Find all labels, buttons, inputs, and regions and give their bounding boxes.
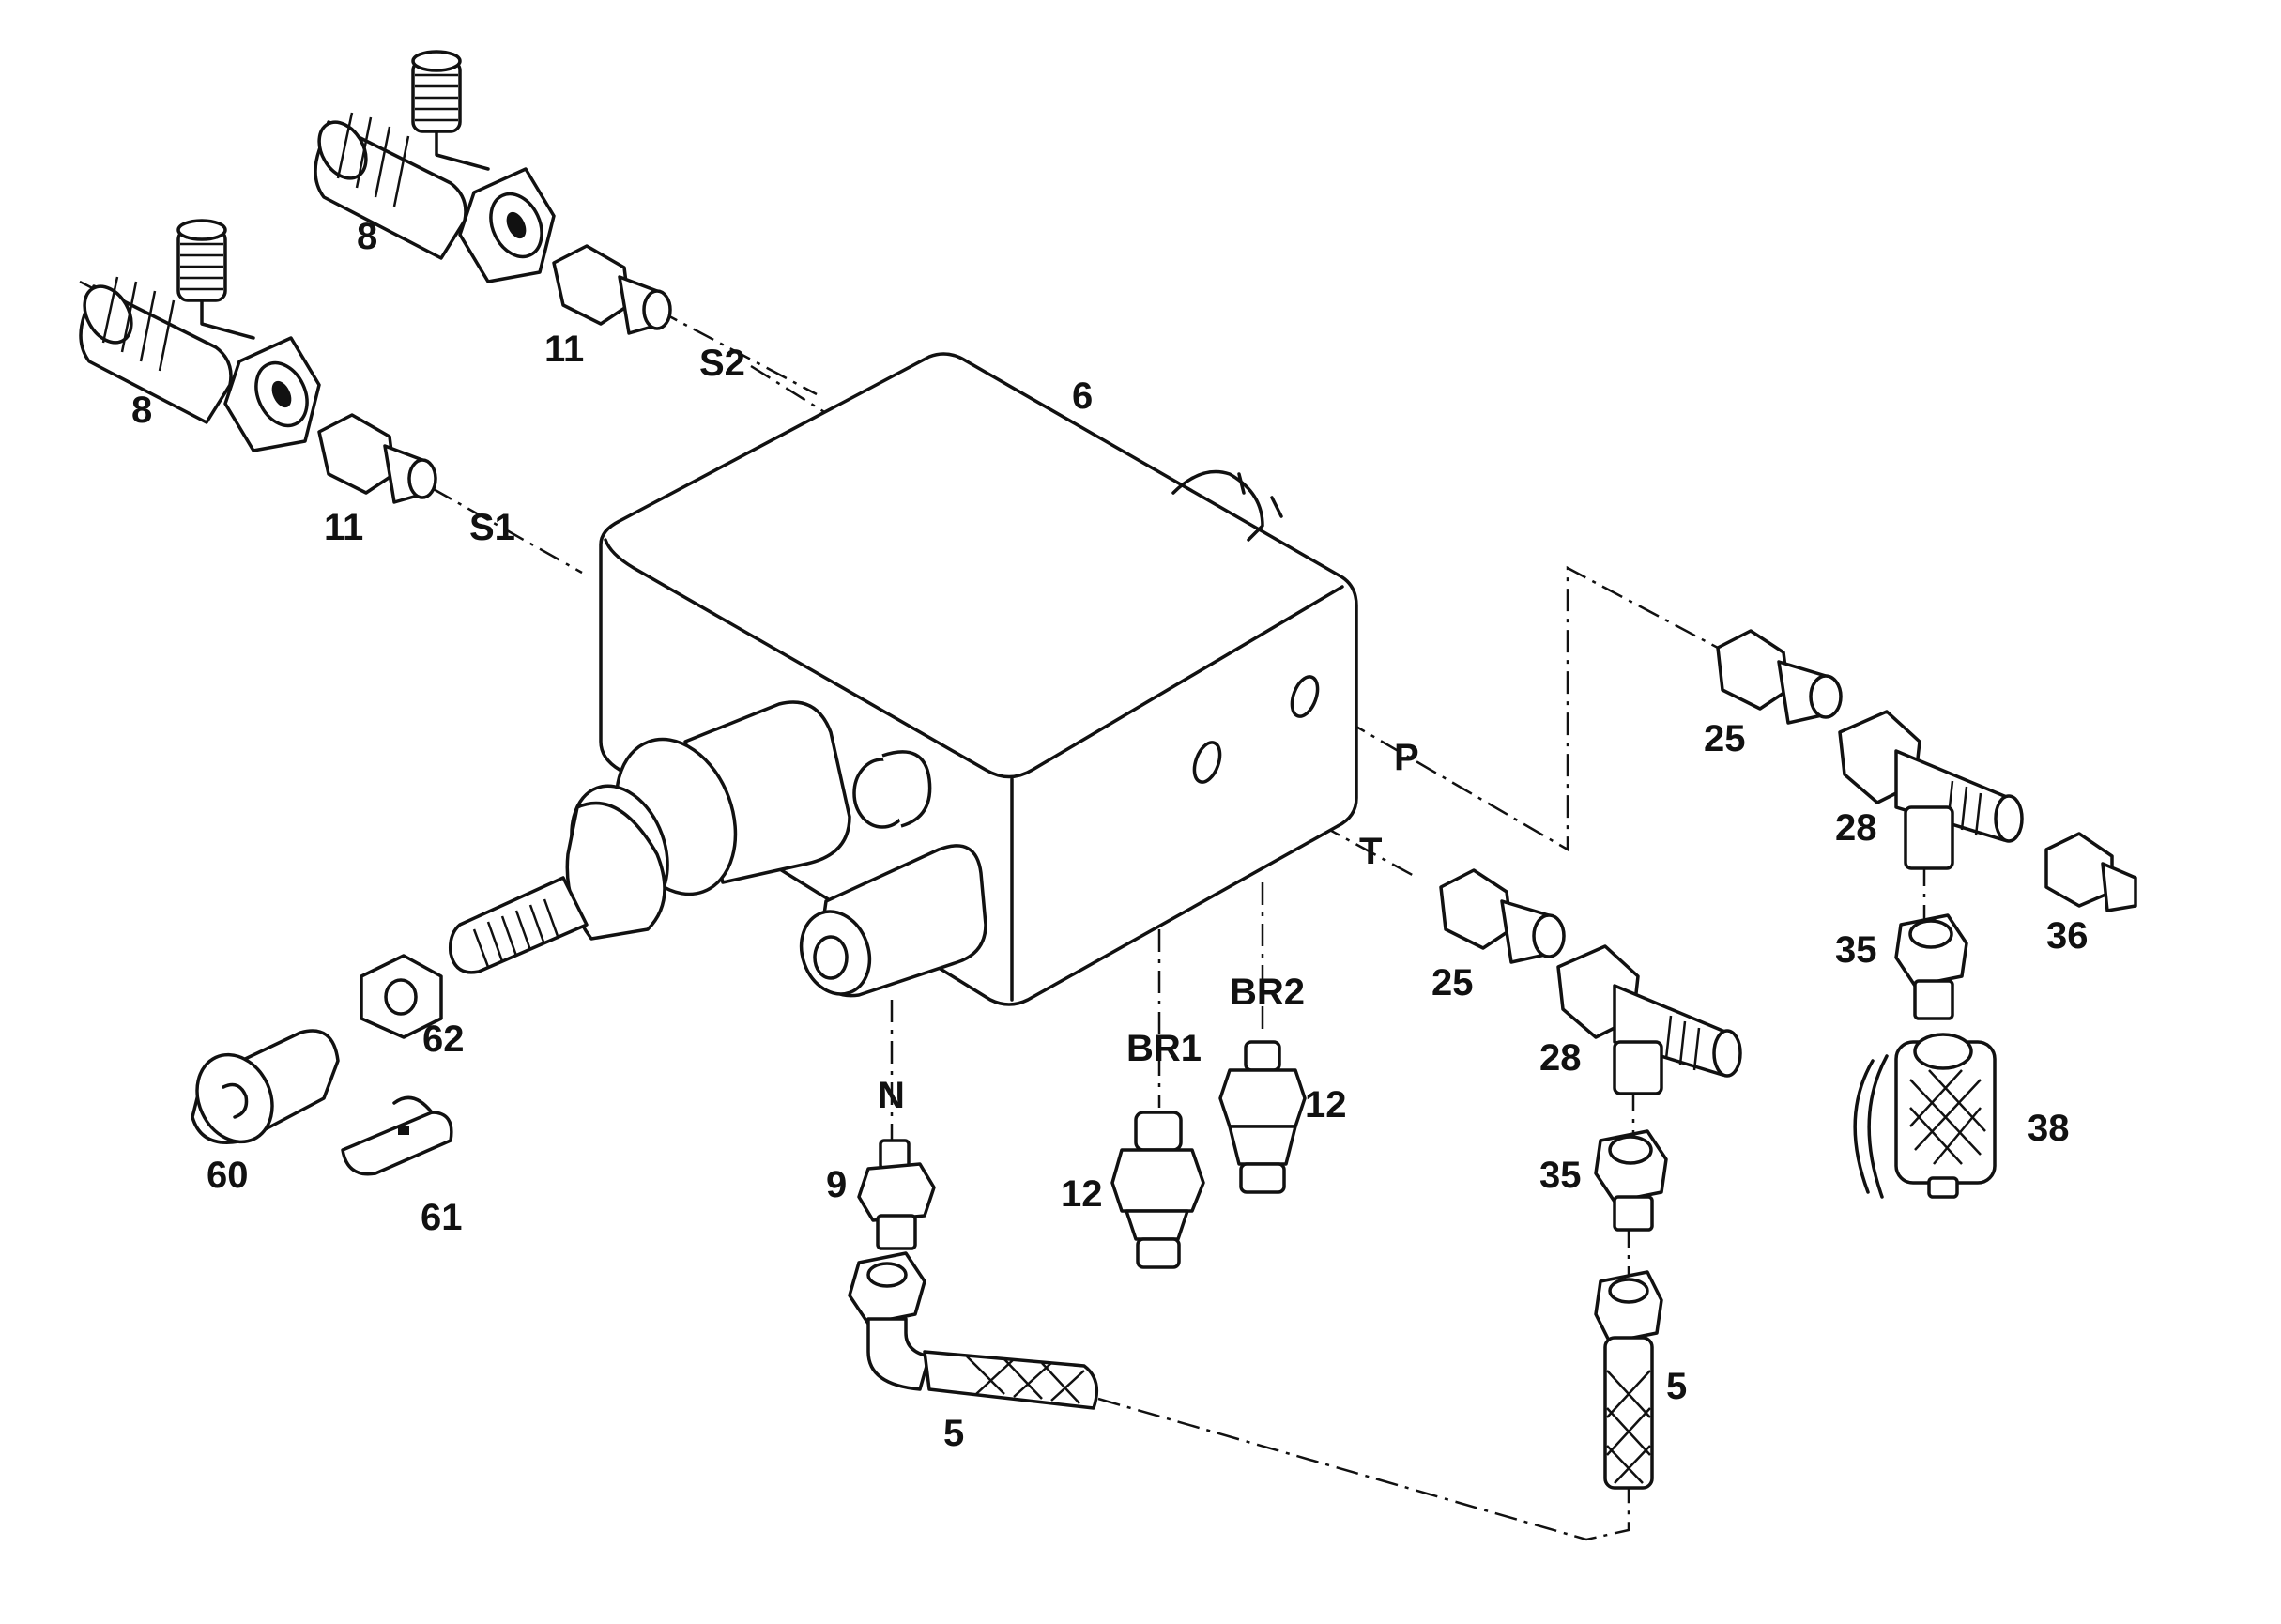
callout-36: 36 bbox=[2046, 915, 2089, 957]
callout-8-top: 8 bbox=[357, 216, 377, 257]
plug-12-br2 bbox=[1218, 1040, 1307, 1194]
hose-5-right bbox=[1594, 1270, 1663, 1490]
adapter-25-right bbox=[1716, 629, 1843, 725]
fitting-35-center bbox=[1594, 1129, 1668, 1232]
leader-p bbox=[1309, 565, 1719, 852]
nut-62 bbox=[360, 954, 443, 1039]
fitting-35-right bbox=[1894, 913, 1968, 1020]
callout-28-right: 28 bbox=[1835, 807, 1877, 849]
tee-28-center bbox=[1556, 944, 1742, 1095]
hex-plug-fitting bbox=[799, 844, 987, 998]
banjo-fitting-8-top bbox=[314, 50, 556, 283]
hose-5-left bbox=[848, 1251, 1099, 1410]
clevis-60 bbox=[191, 1029, 340, 1144]
callout-28-center: 28 bbox=[1539, 1037, 1582, 1079]
callout-s1: S1 bbox=[469, 507, 515, 548]
leader-hose-return bbox=[1097, 1380, 1630, 1541]
callout-n: N bbox=[878, 1075, 905, 1116]
callout-9: 9 bbox=[826, 1164, 847, 1205]
callout-br1: BR1 bbox=[1126, 1028, 1202, 1069]
callout-35-center: 35 bbox=[1539, 1155, 1582, 1196]
callout-25-right: 25 bbox=[1704, 718, 1746, 759]
tee-28-right bbox=[1838, 710, 2024, 870]
adapter-11-top bbox=[552, 244, 672, 335]
callout-5-left: 5 bbox=[943, 1413, 964, 1454]
actuator-spindle bbox=[448, 700, 932, 974]
adapter-11-lower bbox=[317, 413, 437, 504]
adapter-9 bbox=[857, 1139, 936, 1250]
banjo-fitting-8-lower bbox=[79, 219, 321, 452]
callout-8-lower: 8 bbox=[131, 390, 152, 431]
plug-12-br1 bbox=[1110, 1111, 1205, 1269]
callout-12-br2: 12 bbox=[1305, 1084, 1347, 1126]
leader-s1 bbox=[431, 486, 583, 575]
callout-38: 38 bbox=[2028, 1108, 2070, 1149]
leader-s2-lower bbox=[750, 364, 827, 415]
callout-35-right: 35 bbox=[1835, 929, 1877, 971]
callout-labels: 8 8 11 11 S2 S1 6 P T N 25 25 28 28 35 3… bbox=[131, 216, 2089, 1454]
callout-25-center: 25 bbox=[1431, 962, 1474, 1004]
callout-6: 6 bbox=[1072, 375, 1093, 417]
callout-62: 62 bbox=[422, 1019, 465, 1060]
callout-60: 60 bbox=[207, 1155, 249, 1196]
adapter-25-center bbox=[1439, 868, 1566, 964]
callout-61: 61 bbox=[421, 1197, 463, 1238]
callout-12-br1: 12 bbox=[1061, 1173, 1103, 1215]
callout-p: P bbox=[1394, 737, 1419, 778]
callout-11-top: 11 bbox=[544, 329, 584, 370]
filter-38 bbox=[1853, 1033, 1997, 1199]
leader-s2 bbox=[656, 308, 818, 396]
callout-t: T bbox=[1359, 831, 1382, 872]
callout-11-lower: 11 bbox=[324, 507, 363, 548]
callout-br2: BR2 bbox=[1230, 972, 1305, 1013]
callout-s2: S2 bbox=[699, 343, 745, 384]
nut-36 bbox=[2044, 832, 2137, 912]
callout-5-right: 5 bbox=[1666, 1366, 1687, 1407]
clip-61 bbox=[341, 1095, 453, 1176]
leader-t bbox=[1210, 763, 1418, 880]
